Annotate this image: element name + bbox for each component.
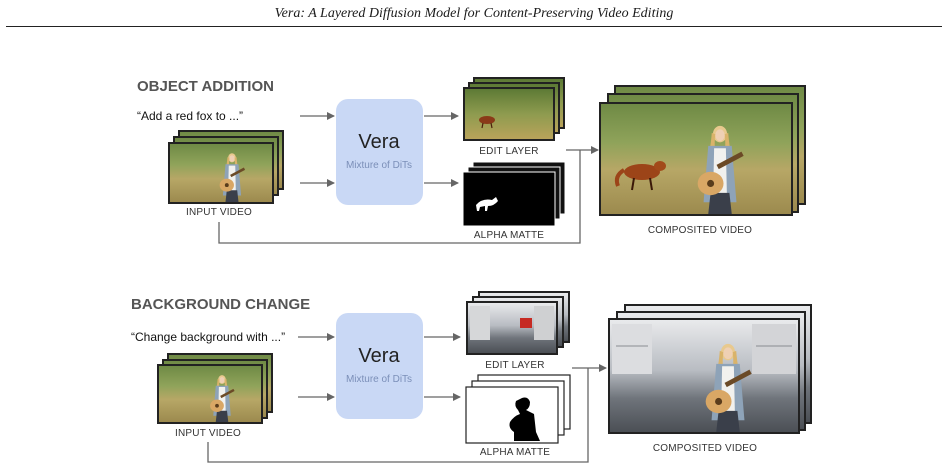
prompt-text: “Add a red fox to ...” [137,109,243,123]
alpha-matte-caption: ALPHA MATTE [480,447,550,458]
section-title: BACKGROUND CHANGE [131,296,310,313]
input-video-stack [157,353,273,424]
composited-video-frame [601,104,791,214]
input-video-frame [170,144,272,202]
section-background-change: BACKGROUND CHANGE “Change background wit… [131,291,812,462]
composited-video-stack [599,85,806,216]
section-title: OBJECT ADDITION [137,78,274,95]
edit-layer-stack [466,291,570,355]
red-bus [520,318,532,328]
input-video-frame [159,366,261,422]
input-video-stack [168,130,284,204]
edit-layer-caption: EDIT LAYER [485,360,544,371]
model-subtitle: Mixture of DiTs [346,160,412,171]
model-name: Vera [358,131,400,153]
alpha-matte-caption: ALPHA MATTE [474,230,544,241]
model-subtitle: Mixture of DiTs [346,374,412,385]
alpha-matte-stack [463,162,565,226]
edit-layer-stack [463,77,565,141]
composited-video-caption: COMPOSITED VIDEO [648,225,752,236]
alpha-matte-stack [466,375,570,443]
edit-layer-caption: EDIT LAYER [479,146,538,157]
input-video-caption: INPUT VIDEO [186,207,252,218]
prompt-text: “Change background with ...” [131,330,285,344]
model-name: Vera [358,345,400,367]
alpha-matte-frame [466,387,558,443]
section-object-addition: OBJECT ADDITION “Add a red fox to ...” I… [137,77,806,243]
edit-layer-frame [465,89,553,139]
fox-small [479,116,495,124]
alpha-matte-frame [463,172,555,226]
composited-video-stack [608,304,812,434]
composited-video-caption: COMPOSITED VIDEO [653,443,757,454]
input-video-caption: INPUT VIDEO [175,428,241,439]
